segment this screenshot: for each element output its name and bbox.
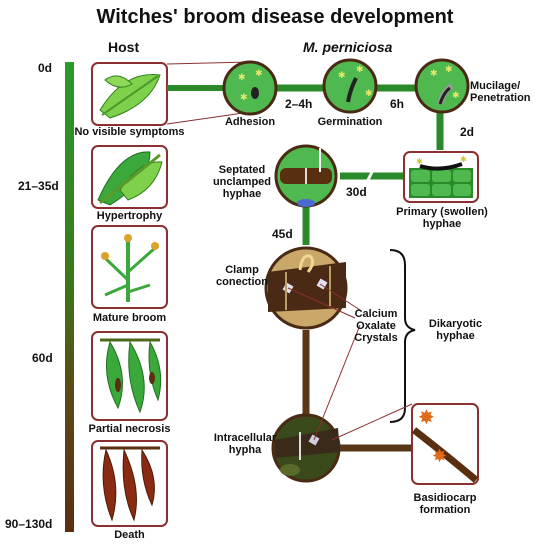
- intracellular-label-line2: hypha: [228, 444, 262, 456]
- svg-text:✱: ✱: [338, 70, 346, 80]
- host-box-hypertrophy: [91, 145, 168, 209]
- host-box-partial-necrosis: [91, 331, 168, 421]
- dikaryotic-label-line1: Dikaryotic: [428, 318, 483, 330]
- timeline-label-60d: 60d: [32, 351, 53, 365]
- host-header: Host: [108, 39, 140, 55]
- svg-text:✱: ✱: [445, 64, 453, 74]
- primary-label-line1: Primary (swollen): [396, 206, 488, 218]
- mucilage-circle: ✱ ✱ ✱: [414, 58, 470, 114]
- host-stage-label: Partial necrosis: [88, 423, 171, 435]
- septated-hyphae-circle: [274, 144, 338, 208]
- timeline-label-90d: 90–130d: [5, 517, 53, 531]
- svg-text:✱: ✱: [430, 68, 438, 78]
- timeline-label-0d: 0d: [38, 61, 53, 75]
- time-label: 6h: [390, 97, 405, 111]
- septated-label-line1: Septated: [218, 164, 266, 176]
- svg-text:✱: ✱: [452, 90, 460, 100]
- crystal-pointer: [319, 283, 361, 311]
- host-stage-label: Mature broom: [92, 312, 167, 324]
- intracellular-label-line1: Intracellular: [213, 432, 277, 444]
- page-title: Witches' broom disease development: [96, 6, 454, 28]
- host-stage-label: Hypertrophy: [96, 210, 163, 222]
- calcium-label-line1: Calcium: [354, 308, 398, 320]
- host-stage-label: No visible symptoms: [74, 126, 185, 138]
- time-label: 45d: [272, 227, 293, 241]
- host-box-no-symptoms: [91, 62, 168, 126]
- pathway-break: [364, 167, 376, 185]
- svg-text:✱: ✱: [238, 72, 246, 82]
- connector-line: [166, 61, 251, 65]
- primary-label-line2: hyphae: [422, 218, 462, 230]
- adhesion-label: Adhesion: [224, 116, 276, 128]
- germination-label: Germination: [317, 116, 383, 128]
- mucilage-label-line1: Mucilage/: [470, 80, 521, 92]
- svg-text:✱: ✱: [416, 157, 423, 166]
- septated-label-line2: unclamped: [212, 176, 272, 188]
- connector-line: [166, 111, 251, 125]
- germination-circle: ✱ ✱ ✱: [322, 58, 378, 114]
- adhesion-circle: ✱ ✱ ✱: [222, 60, 278, 116]
- basidiocarp-label-line1: Basidiocarp: [413, 492, 477, 504]
- clamp-label-line1: Clamp: [225, 264, 259, 276]
- host-box-death: [91, 440, 168, 527]
- svg-text:✸: ✸: [432, 446, 447, 466]
- mucilage-label-line2: Penetration: [470, 92, 531, 104]
- crystal-pointer: [313, 324, 361, 441]
- clamp-connection-circle: [264, 246, 348, 330]
- basidiocarp-connector: [331, 403, 413, 441]
- basidiocarp-label-line2: formation: [419, 504, 471, 516]
- svg-text:✱: ✱: [356, 64, 364, 74]
- svg-text:✱: ✱: [460, 155, 467, 164]
- septated-label-line3: hyphae: [222, 188, 262, 200]
- svg-text:✱: ✱: [240, 92, 248, 102]
- timeline-label-21d: 21–35d: [18, 179, 59, 193]
- dikaryotic-label-line2: hyphae: [436, 330, 475, 342]
- host-box-mature-broom: [91, 225, 168, 309]
- svg-text:✱: ✱: [255, 68, 263, 78]
- dikaryotic-brace: [389, 249, 416, 423]
- basidiocarp-box: ✸ ✸: [411, 403, 479, 485]
- calcium-label-line3: Crystals: [354, 332, 398, 344]
- svg-text:✸: ✸: [418, 407, 435, 429]
- calcium-label-line2: Oxalate: [356, 320, 396, 332]
- clamp-label-line2: conection: [216, 276, 268, 288]
- primary-hyphae-box: ✱ ✱: [403, 151, 479, 203]
- time-label: 2–4h: [285, 97, 313, 111]
- time-label: 30d: [346, 185, 367, 199]
- pathogen-header: M. perniciosa: [303, 39, 393, 55]
- svg-text:✱: ✱: [365, 88, 373, 98]
- host-stage-label: Death: [114, 529, 145, 541]
- timeline-bar: [65, 62, 74, 532]
- crystal-pointer: [287, 287, 356, 319]
- time-label: 2d: [460, 125, 475, 139]
- intracellular-hypha-circle: [271, 413, 341, 483]
